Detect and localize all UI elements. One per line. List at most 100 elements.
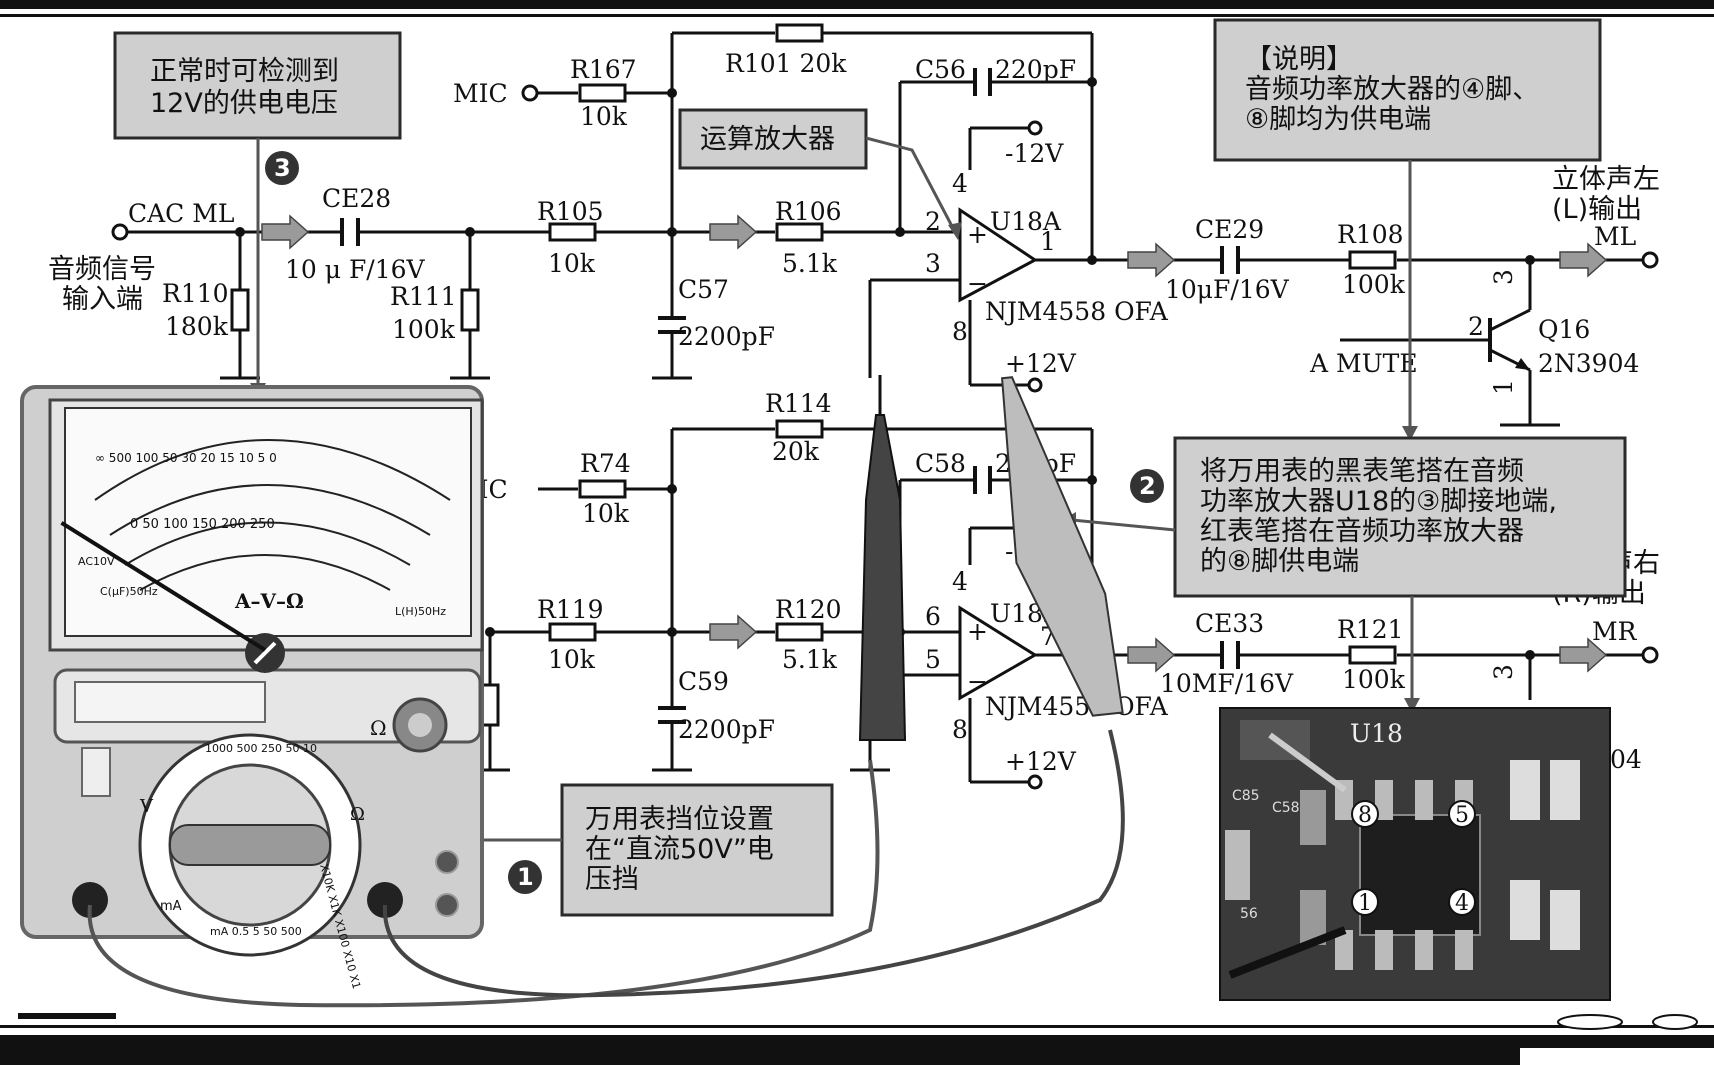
badge-3-text: 3 (274, 154, 291, 182)
decor-ellipse-1 (1557, 1014, 1623, 1030)
u18a-part: NJM4558 OFA (985, 297, 1169, 326)
u18b-part: NJM4558 OFA (985, 692, 1169, 721)
ce29-ref: CE29 (1195, 215, 1264, 244)
r74-ref: R74 (580, 449, 631, 478)
minus12-top: -12V (1005, 139, 1064, 168)
bottom-border-line (0, 1025, 1714, 1028)
transistor-q16-symbol (1488, 308, 1531, 372)
photo-silk-56: 56 (1240, 906, 1258, 922)
input-label-line1: 音频信号 (48, 254, 156, 285)
callout-2-line2: 功率放大器U18的③脚接地端, (1200, 486, 1557, 517)
photo-pin5-marker (1448, 800, 1476, 828)
photo-pin8-marker (1351, 800, 1379, 828)
capacitors (340, 68, 1240, 724)
pin6-bot: 6 (925, 602, 941, 631)
plus12-top: +12V (1005, 349, 1077, 378)
opamp-u18a-symbol (958, 207, 1038, 303)
top-border (0, 0, 1714, 9)
r120-value: 5.1k (782, 645, 838, 674)
badge-1-text: 1 (517, 863, 534, 891)
svg-text:+: + (967, 220, 988, 249)
top-channel-wires (125, 31, 1645, 427)
r121-value: 100k (1342, 665, 1406, 694)
meter-v-mark: V (139, 796, 154, 817)
pin8-top: 8 (952, 317, 968, 346)
pin3-top: 3 (925, 249, 941, 278)
c58-ref: C58 (915, 449, 966, 478)
bottom-border (0, 1035, 1714, 1065)
q16-ref: Q16 (1538, 315, 1590, 344)
ml-label: ML (1594, 222, 1636, 251)
ce28-ref: CE28 (322, 184, 391, 213)
svg-text:−: − (967, 667, 988, 696)
badge-2-text: 2 (1139, 472, 1156, 500)
meter-l-label: L(H)50Hz (395, 605, 446, 618)
badge-2 (1130, 469, 1164, 503)
meter-dial-ma: mA 0.5 5 50 500 (210, 925, 302, 938)
ce29-value: 10μF/16V (1165, 275, 1290, 304)
a-mute-label: A MUTE (1309, 349, 1418, 378)
photo-chip-label: U18 (1350, 719, 1403, 748)
meter-ma-mark: mA (160, 899, 182, 914)
r105-value: 10k (548, 249, 596, 278)
q-pin3-bot: 3 (1489, 664, 1518, 680)
svg-text:+: + (967, 617, 988, 646)
note-line2: 音频功率放大器的④脚、 (1245, 74, 1539, 105)
c56-ref: C56 (915, 55, 966, 84)
pcb-photo (1219, 707, 1611, 1001)
note-line3: ⑧脚均为供电端 (1245, 104, 1431, 135)
ce33-ref: CE33 (1195, 609, 1264, 638)
r111-value: 100k (392, 315, 456, 344)
pin2-top: 2 (925, 207, 941, 236)
r119-ref: R119 (537, 595, 604, 624)
callout-1-line3: 压挡 (585, 864, 639, 895)
opamp-callout-text: 运算放大器 (700, 124, 835, 155)
ce28-value: 10 μ F/16V (285, 255, 426, 284)
c56-value: 220pF (995, 55, 1076, 84)
callout-3-box (113, 31, 402, 140)
pin8-bot: 8 (952, 715, 968, 744)
photo-pin1-marker (1351, 888, 1379, 916)
bottom-white-notch (1520, 1048, 1714, 1065)
r106-value: 5.1k (782, 249, 838, 278)
input-label: 音频信号 输入端 (48, 254, 156, 315)
r167-ref: R167 (570, 55, 637, 84)
callout-3-line2: 12V的供电电压 (150, 88, 338, 119)
input-label-line2: 输入端 (62, 284, 143, 315)
q16-pin1: 1 (1489, 379, 1518, 395)
r114-value: 20k (772, 437, 820, 466)
r74-value: 10k (582, 499, 630, 528)
small-bar (18, 1013, 116, 1019)
callout-1-line2: 在“直流50V”电 (585, 834, 774, 865)
pin5-bot: 5 (925, 645, 941, 674)
r167-value: 10k (580, 102, 628, 131)
meter-scale-top: ∞ 500 100 50 30 20 15 10 5 0 (95, 451, 277, 465)
r119-value: 10k (548, 645, 596, 674)
photo-pin5: 5 (1455, 803, 1469, 828)
r120-ref: R120 (775, 595, 842, 624)
callout-1-line1: 万用表挡位设置 (585, 804, 774, 835)
black-probe (858, 375, 907, 741)
q-tag-04: 04 (1610, 745, 1642, 774)
resistors (230, 23, 1397, 727)
r105-ref: R105 (537, 197, 604, 226)
multimeter (20, 385, 484, 957)
meter-ohm-dial: Ω (350, 804, 365, 825)
callout-3-line1: 正常时可检测到 (150, 56, 339, 87)
red-probe (1000, 376, 1124, 717)
meter-scale-mid: 0 50 100 150 200 250 (130, 517, 275, 532)
meter-dial-v: 1000 500 250 50 10 (205, 742, 317, 755)
r110-ref: R110 (162, 279, 229, 308)
ce33-value: 10MF/16V (1160, 669, 1294, 698)
photo-pin4-marker (1448, 888, 1476, 916)
photo-pin1: 1 (1358, 891, 1372, 916)
r121-ref: R121 (1337, 615, 1404, 644)
callout-2-line4: 的⑧脚供电端 (1200, 546, 1359, 577)
callout-2-box (1173, 436, 1627, 598)
r111-ref: R111 (390, 282, 457, 311)
badge-1 (508, 860, 542, 894)
r108-ref: R108 (1337, 220, 1404, 249)
callout-2-line3: 红表笔搭在音频功率放大器 (1200, 516, 1524, 547)
r114-ref: R114 (765, 389, 832, 418)
